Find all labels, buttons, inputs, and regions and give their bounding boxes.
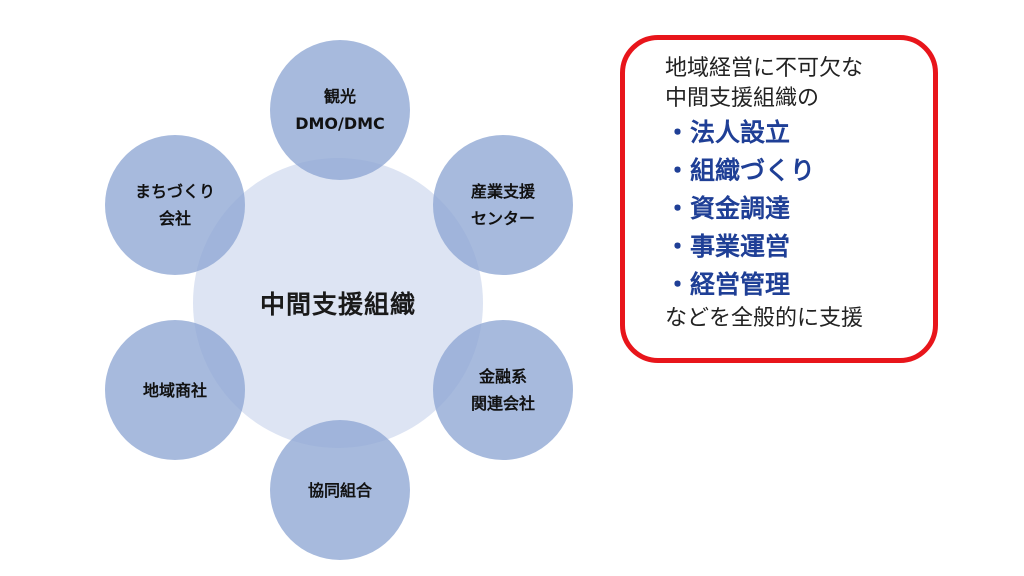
satellite-tourism-line-2: DMO/DMC xyxy=(295,114,385,133)
satellite-regional-trading: 地域商社 xyxy=(105,320,245,460)
satellite-town-line-1: まちづくり xyxy=(134,182,215,201)
satellite-cooperative-line-1: 協同組合 xyxy=(307,480,372,500)
satellite-finance: 金融系 関連会社 xyxy=(433,320,573,460)
callout-item-operations: ・事業運営 xyxy=(665,232,791,261)
callout-item-management: ・経営管理 xyxy=(665,270,791,299)
satellite-industry-line-2: センター xyxy=(470,209,535,228)
hub-diagram: 中間支援組織 観光 DMO/DMC 産業支援 センター 金融系 関連会社 協同組… xyxy=(105,40,573,560)
callout-item-organization: ・組織づくり xyxy=(665,156,816,185)
center-label: 中間支援組織 xyxy=(259,290,416,319)
satellite-cooperative: 協同組合 xyxy=(270,420,410,560)
callout-outro: などを全般的に支援 xyxy=(665,306,864,331)
support-callout: 地域経営に不可欠な 中間支援組織の ・法人設立 ・組織づくり ・資金調達 ・事業… xyxy=(620,35,938,363)
callout-intro-line-1: 地域経営に不可欠な xyxy=(665,56,864,81)
satellite-finance-line-2: 関連会社 xyxy=(470,394,535,413)
satellite-industry-line-1: 産業支援 xyxy=(470,182,535,201)
callout-item-funding: ・資金調達 xyxy=(665,194,791,223)
satellite-trading-line-1: 地域商社 xyxy=(142,380,207,400)
callout-intro-line-2: 中間支援組織の xyxy=(665,86,820,111)
satellite-town-line-2: 会社 xyxy=(158,209,191,228)
satellite-tourism-line-1: 観光 xyxy=(323,87,356,106)
satellite-finance-line-1: 金融系 xyxy=(478,367,527,386)
callout-item-incorporation: ・法人設立 xyxy=(665,118,791,147)
satellite-industry-support: 産業支援 センター xyxy=(433,135,573,275)
satellite-tourism: 観光 DMO/DMC xyxy=(270,40,410,180)
satellite-town-development: まちづくり 会社 xyxy=(105,135,245,275)
